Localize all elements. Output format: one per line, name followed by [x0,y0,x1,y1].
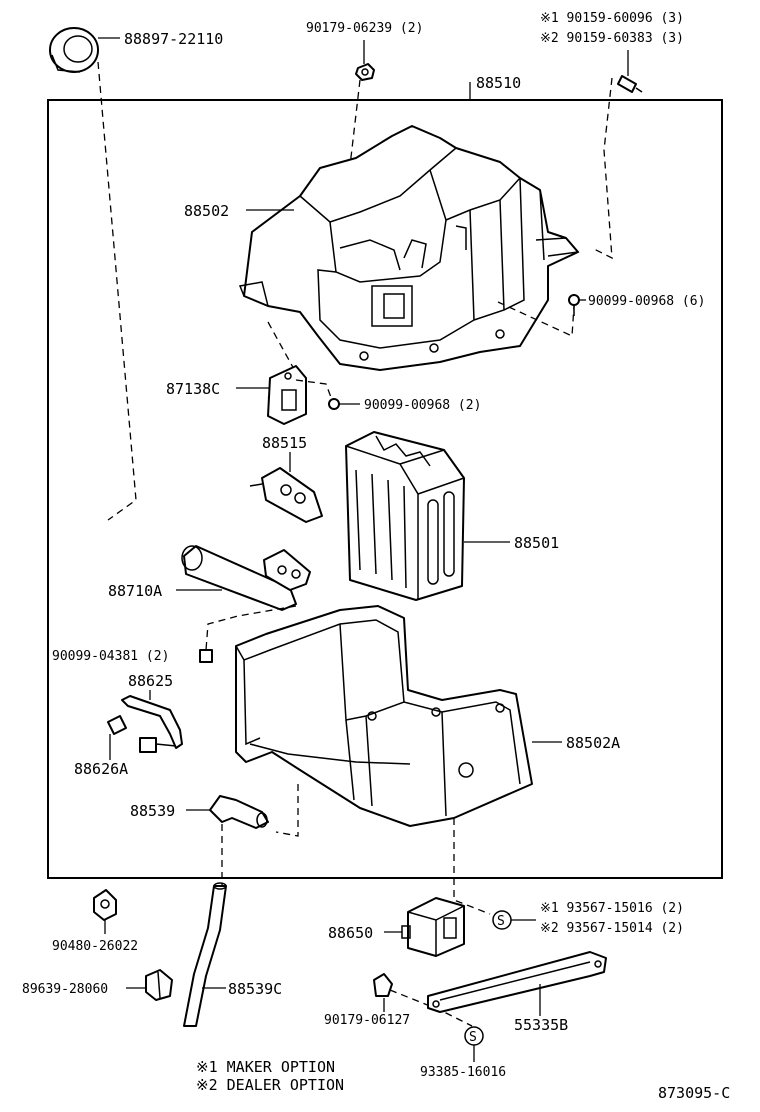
drain-hose-88539 [209,795,269,829]
lower-case-88502a [235,605,533,827]
screw-90099-00968-2 [328,398,360,410]
dash-case-to-amp [453,818,491,915]
label-89639: 89639-28060 [22,982,108,997]
dash-drain [275,784,299,837]
label-88710a: 88710A [108,582,162,600]
upper-case-88502 [238,125,580,371]
bracket-87138c [267,365,307,425]
label-93385: 93385-16016 [420,1065,506,1080]
label-88502: 88502 [184,202,229,220]
label-88515: 88515 [262,434,307,452]
note-dealer-option: ※2 DEALER OPTION [196,1076,344,1094]
label-90179-06127: 90179-06127 [324,1013,410,1028]
screw-90159 [617,75,643,93]
assembly-frame [47,99,723,879]
label-55335b: 55335B [514,1016,568,1034]
label-90159-1: ※1 90159-60096 (3) [540,11,684,26]
screw-90099-00968-6 [568,294,580,316]
thermistor-88625 [121,695,183,753]
pipe-88710a [181,545,311,611]
label-93567-1: ※1 93567-15016 (2) [540,901,684,916]
label-87138c: 87138C [166,380,220,398]
label-88510: 88510 [476,74,521,92]
amplifier-88650 [401,897,465,957]
s-mark-text-2: S [469,1030,477,1045]
label-88650: 88650 [328,924,373,942]
label-88502a: 88502A [566,734,620,752]
label-88626a: 88626A [74,760,128,778]
note-maker-option: ※1 MAKER OPTION [196,1058,335,1076]
grommet-90480 [93,889,117,921]
clip-90179-06127 [373,973,393,997]
label-88501: 88501 [514,534,559,552]
bolt-90099-04381 [199,649,213,663]
drain-tube-88539c [183,882,227,1027]
label-88539c: 88539C [228,980,282,998]
label-88539: 88539 [130,802,175,820]
expansion-valve-88515 [249,467,323,523]
evaporator-88501 [345,431,465,601]
diagram-code: 873095-C [658,1084,730,1102]
clip-89639 [145,969,173,1001]
label-90099-00968-6: 90099-00968 (6) [588,294,705,309]
label-90099-00968-2: 90099-00968 (2) [364,398,481,413]
label-90159-2: ※2 90159-60383 (3) [540,31,684,46]
label-93567-2: ※2 93567-15014 (2) [540,921,684,936]
nut-90179-06239 [355,63,375,81]
clip-88626a [107,715,127,735]
label-90480: 90480-26022 [52,939,138,954]
s-mark-text-1: S [497,914,505,929]
label-90099-04381: 90099-04381 (2) [52,649,169,664]
bracket-55335b [427,951,607,1013]
label-88897: 88897-22110 [124,30,223,48]
dash-screw [591,77,613,260]
label-88625: 88625 [128,672,173,690]
dash-pipe-bolt [205,605,297,651]
label-90179-06239: 90179-06239 (2) [306,21,423,36]
dash-bracket-screw [295,379,333,401]
seal-ring-88897 [49,27,99,73]
dash-seal-to-pipe [97,61,137,521]
